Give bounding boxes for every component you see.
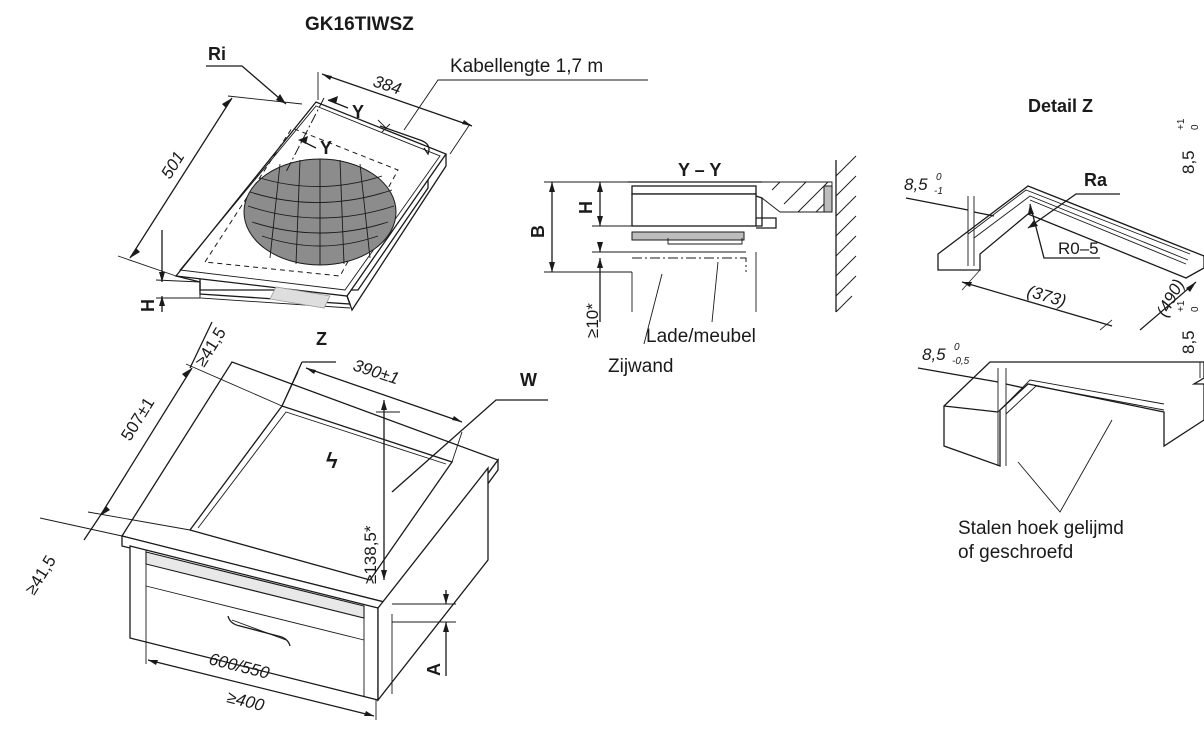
- profile-upper: [937, 185, 1204, 279]
- ri-label: Ri: [208, 44, 226, 64]
- dim-right: 8,5: [1179, 150, 1198, 174]
- tol-top-b: -1: [934, 186, 943, 197]
- section-title: Y – Y: [678, 160, 721, 180]
- note-line-1: Stalen hoek gelijmd: [958, 518, 1124, 539]
- cabinet-rail: [145, 551, 365, 619]
- tol-lower-a: 0: [954, 342, 960, 353]
- hob-top-view: GK16TIWSZ Ri 384 501 H: [117, 14, 648, 312]
- hob-dashed-outline: [204, 127, 399, 277]
- margin-back-dim: ≥41,5: [191, 324, 230, 370]
- profile-lower: [943, 361, 1204, 467]
- dim-490: (490): [1153, 276, 1188, 320]
- ra-label: Ra: [1084, 170, 1108, 190]
- tol-top-a: 0: [936, 172, 942, 183]
- cabinet-side: [377, 466, 489, 702]
- detail-title: Detail Z: [1028, 96, 1093, 116]
- detail-z: Detail Z Ra 8,5 0 -1 8,5 +1 0 R0–5 (373)…: [904, 96, 1204, 563]
- tol-lower-right-b: 0: [1190, 306, 1201, 312]
- section-marker-y2: Y: [320, 138, 332, 158]
- width-dim-384: 384: [371, 72, 404, 99]
- drawer-handle: [227, 615, 291, 647]
- tol-lower-b: -0,5: [952, 356, 970, 367]
- note-line-2: of geschroefd: [958, 542, 1073, 563]
- power-icon: ϟ: [326, 448, 338, 473]
- depth-dim-501: 501: [157, 148, 188, 182]
- min-width-dim: ≥400: [225, 687, 267, 715]
- control-strip: [269, 286, 331, 309]
- cable-length-label: Kabellengte 1,7 m: [450, 56, 603, 77]
- hob-section-body: [631, 193, 757, 227]
- margin-front-dim: ≥41,5: [21, 552, 60, 598]
- height-label-b: B: [528, 225, 548, 238]
- clearance-dim: ≥138,5*: [361, 525, 380, 584]
- height-label-a: A: [424, 663, 444, 676]
- section-y-y: Y – Y B H ≥10* Lade/me: [528, 155, 857, 377]
- side-wall-label: Zijwand: [608, 356, 673, 377]
- height-label-h: H: [138, 299, 158, 312]
- model-title: GK16TIWSZ: [305, 14, 414, 35]
- w-marker: W: [520, 370, 537, 390]
- tol-lower-right-a: +1: [1176, 300, 1187, 312]
- height-label-h-section: H: [576, 201, 596, 214]
- gap-dim: ≥10*: [583, 303, 602, 338]
- tol-right-a: +1: [1176, 118, 1187, 130]
- tol-right-b: 0: [1190, 124, 1201, 130]
- worktop-cutout-view: Z W 390±1 507±1 ≥41,5 ≥41,5 ϟ ≥138,5* A: [21, 321, 548, 720]
- radius-label: R0–5: [1058, 239, 1099, 258]
- dim-top: 8,5: [904, 175, 928, 194]
- drawer-label: Lade/meubel: [646, 326, 756, 347]
- dim-lower: 8,5: [922, 345, 946, 364]
- dim-lower-right: 8,5: [1179, 330, 1198, 354]
- detail-z-marker: Z: [316, 329, 327, 349]
- cutout-depth-dim: 507±1: [117, 394, 158, 444]
- section-marker-y1: Y: [352, 102, 364, 122]
- cutout-width-dim: 390±1: [351, 356, 402, 389]
